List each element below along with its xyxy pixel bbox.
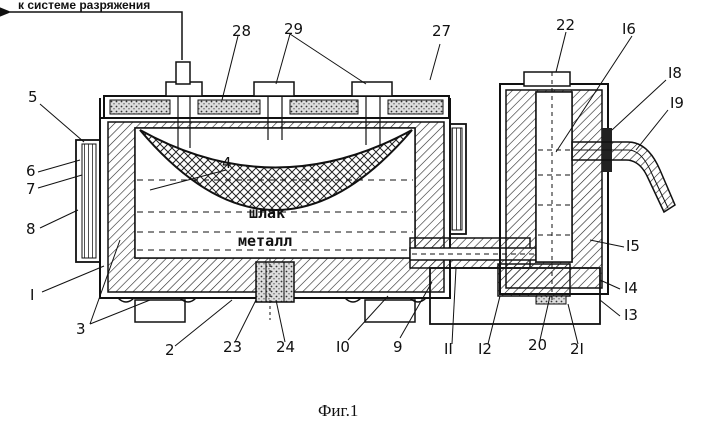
- callout-22: 22: [556, 16, 575, 34]
- vacuum-line: к системе разряжения: [0, 0, 183, 60]
- callout-12: I2: [478, 340, 492, 358]
- metal-label: металл: [238, 232, 292, 250]
- callout-13: I3: [624, 306, 638, 324]
- callout-1: I: [30, 286, 34, 304]
- callout-28: 28: [232, 22, 251, 40]
- callout-19: I9: [670, 94, 684, 112]
- callout-9: 9: [393, 338, 403, 356]
- callout-10: I0: [336, 338, 350, 356]
- callout-numbers: 5 6 7 8 I 3 4 2 28 29 27 23 24 I0 9 II I…: [26, 16, 684, 359]
- callout-29: 29: [284, 20, 303, 38]
- figure-caption: Фиг.1: [318, 401, 358, 420]
- callout-2: 2: [165, 341, 175, 359]
- callout-4: 4: [222, 154, 232, 172]
- callout-8: 8: [26, 220, 36, 238]
- callout-21: 2I: [570, 340, 584, 358]
- callout-5: 5: [28, 88, 38, 106]
- callout-3: 3: [76, 320, 86, 338]
- callout-14: I4: [624, 279, 638, 297]
- left-coil: [75, 139, 101, 263]
- right-chamber: [499, 71, 609, 300]
- callout-6: 6: [26, 162, 36, 180]
- callout-27: 27: [432, 22, 451, 40]
- callout-23: 23: [223, 338, 242, 356]
- callout-18: I8: [668, 64, 682, 82]
- pouring-spout: [571, 128, 676, 214]
- main-furnace: шлак металл: [99, 95, 451, 299]
- right-coil: [449, 123, 467, 235]
- callout-15: I5: [626, 237, 640, 255]
- leader-lines: [37, 31, 669, 347]
- callout-24: 24: [276, 338, 295, 356]
- callout-16: I6: [622, 20, 636, 38]
- callout-7: 7: [26, 180, 36, 198]
- furnace-lid: [99, 61, 451, 119]
- callout-11: II: [444, 340, 453, 358]
- slag-label: шлак: [249, 204, 285, 222]
- bottom-structure: [117, 258, 427, 323]
- top-label: к системе разряжения: [18, 0, 150, 12]
- callout-20: 20: [528, 336, 547, 354]
